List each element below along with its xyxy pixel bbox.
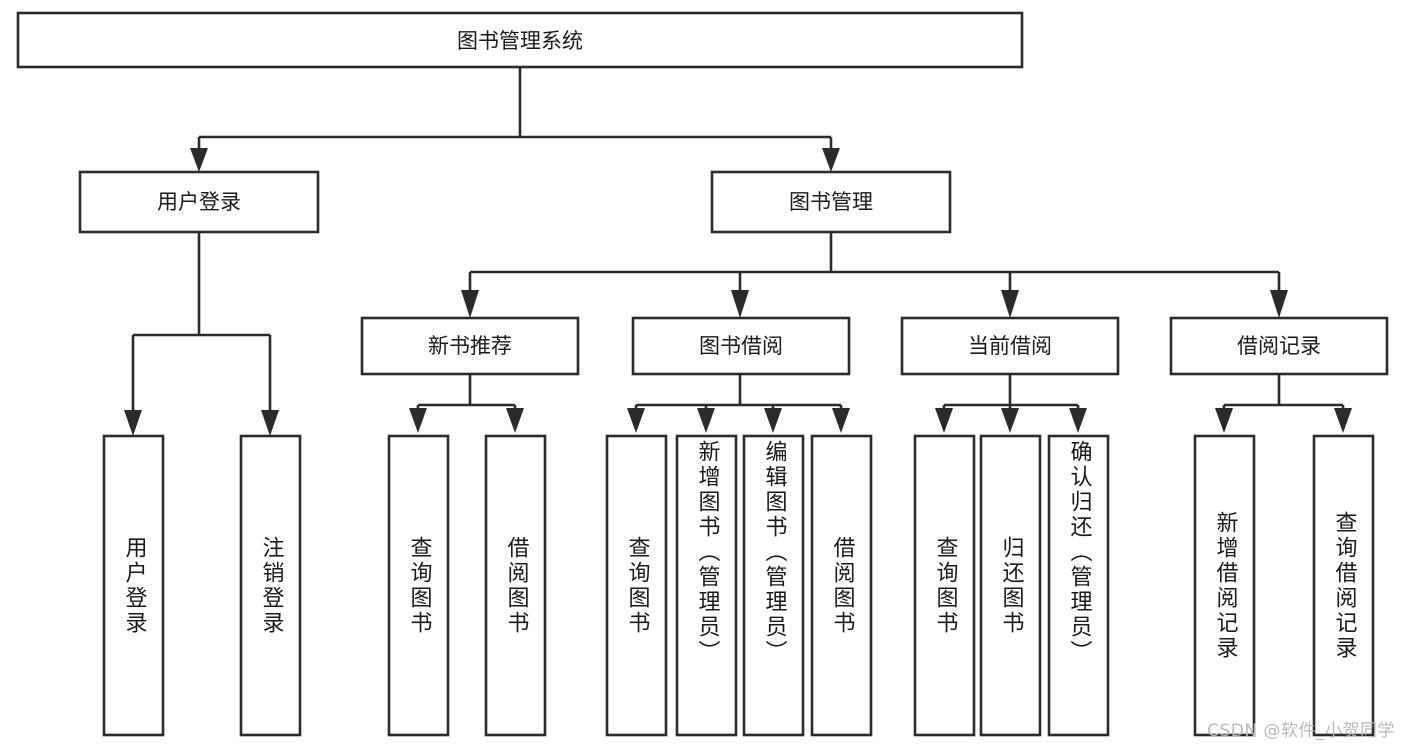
arrow-head-rec-borrow (506, 408, 524, 433)
node-current-borrow[interactable] (900, 316, 1120, 376)
arrow-head-bb-query (627, 408, 645, 433)
arrow-head-logout-do (261, 410, 279, 436)
node-bb-edit[interactable] (742, 434, 805, 737)
node-new-book-rec[interactable] (360, 316, 580, 376)
arrow-head-br-add (1215, 408, 1233, 433)
arrow-head-login-do (124, 410, 142, 436)
arrow-head-borrow-record (1270, 290, 1288, 318)
arrow-head-br-query (1334, 408, 1352, 433)
node-borrow-record[interactable] (1169, 316, 1389, 376)
node-book-manage-label: 图书管理 (789, 190, 873, 214)
arrow-head-new-book-rec (461, 290, 479, 318)
node-bb-query[interactable] (605, 434, 668, 737)
horizontal-label-layer: 图书管理系统 用户登录 图书管理 新书推荐 图书借阅 当前借阅 借阅记录 (157, 29, 1321, 358)
node-book-borrow-label: 图书借阅 (699, 334, 783, 358)
node-new-book-rec-label: 新书推荐 (428, 334, 512, 358)
arrow-head-bb-add (697, 408, 715, 433)
node-rec-query[interactable] (387, 434, 450, 737)
arrow-head-bb-edit (764, 408, 782, 433)
arrow-head-book-manage (822, 148, 840, 172)
arrow-head-bb-borrow (832, 408, 850, 433)
node-br-query[interactable] (1312, 434, 1375, 737)
arrow-head-rec-query (409, 408, 427, 433)
watermark: CSDN @软件_小贺同学 (1207, 721, 1395, 741)
node-user-login-label: 用户登录 (157, 190, 241, 214)
node-current-borrow-label: 当前借阅 (968, 334, 1052, 358)
arrow-head-cb-confirm (1069, 408, 1087, 433)
node-root[interactable] (16, 11, 1024, 69)
node-layer (16, 11, 1389, 737)
node-book-manage[interactable] (710, 170, 952, 234)
node-bb-borrow[interactable] (810, 434, 873, 737)
node-borrow-record-label: 借阅记录 (1237, 334, 1321, 358)
arrow-head-current-borrow (1001, 290, 1019, 318)
arrow-head-cb-query (935, 408, 953, 433)
node-login-do[interactable] (102, 434, 165, 737)
node-bb-add[interactable] (675, 434, 738, 737)
node-br-add[interactable] (1193, 434, 1256, 737)
node-cb-confirm[interactable] (1047, 434, 1110, 737)
node-book-borrow[interactable] (631, 316, 851, 376)
arrow-head-user-login (190, 148, 208, 172)
node-cb-query[interactable] (913, 434, 976, 737)
node-cb-return[interactable] (979, 434, 1042, 737)
connector-layer (124, 67, 1352, 436)
arrow-head-cb-return (1001, 408, 1019, 433)
node-user-login[interactable] (78, 170, 320, 234)
node-logout-do[interactable] (239, 434, 302, 737)
arrow-head-book-borrow (731, 290, 749, 318)
node-root-label: 图书管理系统 (457, 29, 583, 53)
node-rec-borrow[interactable] (484, 434, 547, 737)
